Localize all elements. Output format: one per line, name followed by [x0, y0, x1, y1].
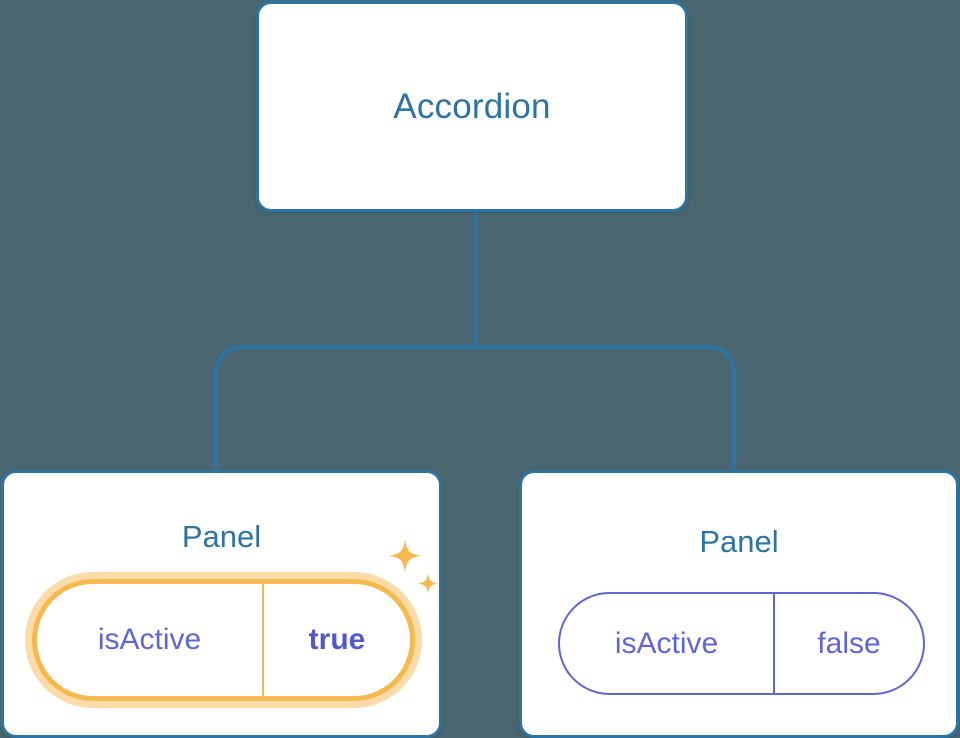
prop-value: true — [308, 623, 366, 656]
node-panel-right[interactable]: Panel isActive false — [519, 470, 959, 738]
prop-pill-is-active-false[interactable]: isActive false — [558, 592, 925, 695]
prop-pill-is-active-true[interactable]: isActive true — [32, 579, 415, 701]
node-accordion-label: Accordion — [393, 87, 551, 126]
edge-root-to-panel-left — [214, 345, 476, 472]
prop-value: false — [817, 626, 881, 660]
node-panel-left-label: Panel — [181, 519, 262, 554]
node-panel-right-label: Panel — [699, 524, 779, 559]
prop-key: isActive — [37, 584, 264, 696]
edge-root-to-panel-right — [475, 345, 736, 472]
node-accordion[interactable]: Accordion — [256, 1, 688, 212]
node-panel-left[interactable]: Panel isActive true — [1, 470, 442, 738]
prop-key: isActive — [560, 594, 775, 693]
